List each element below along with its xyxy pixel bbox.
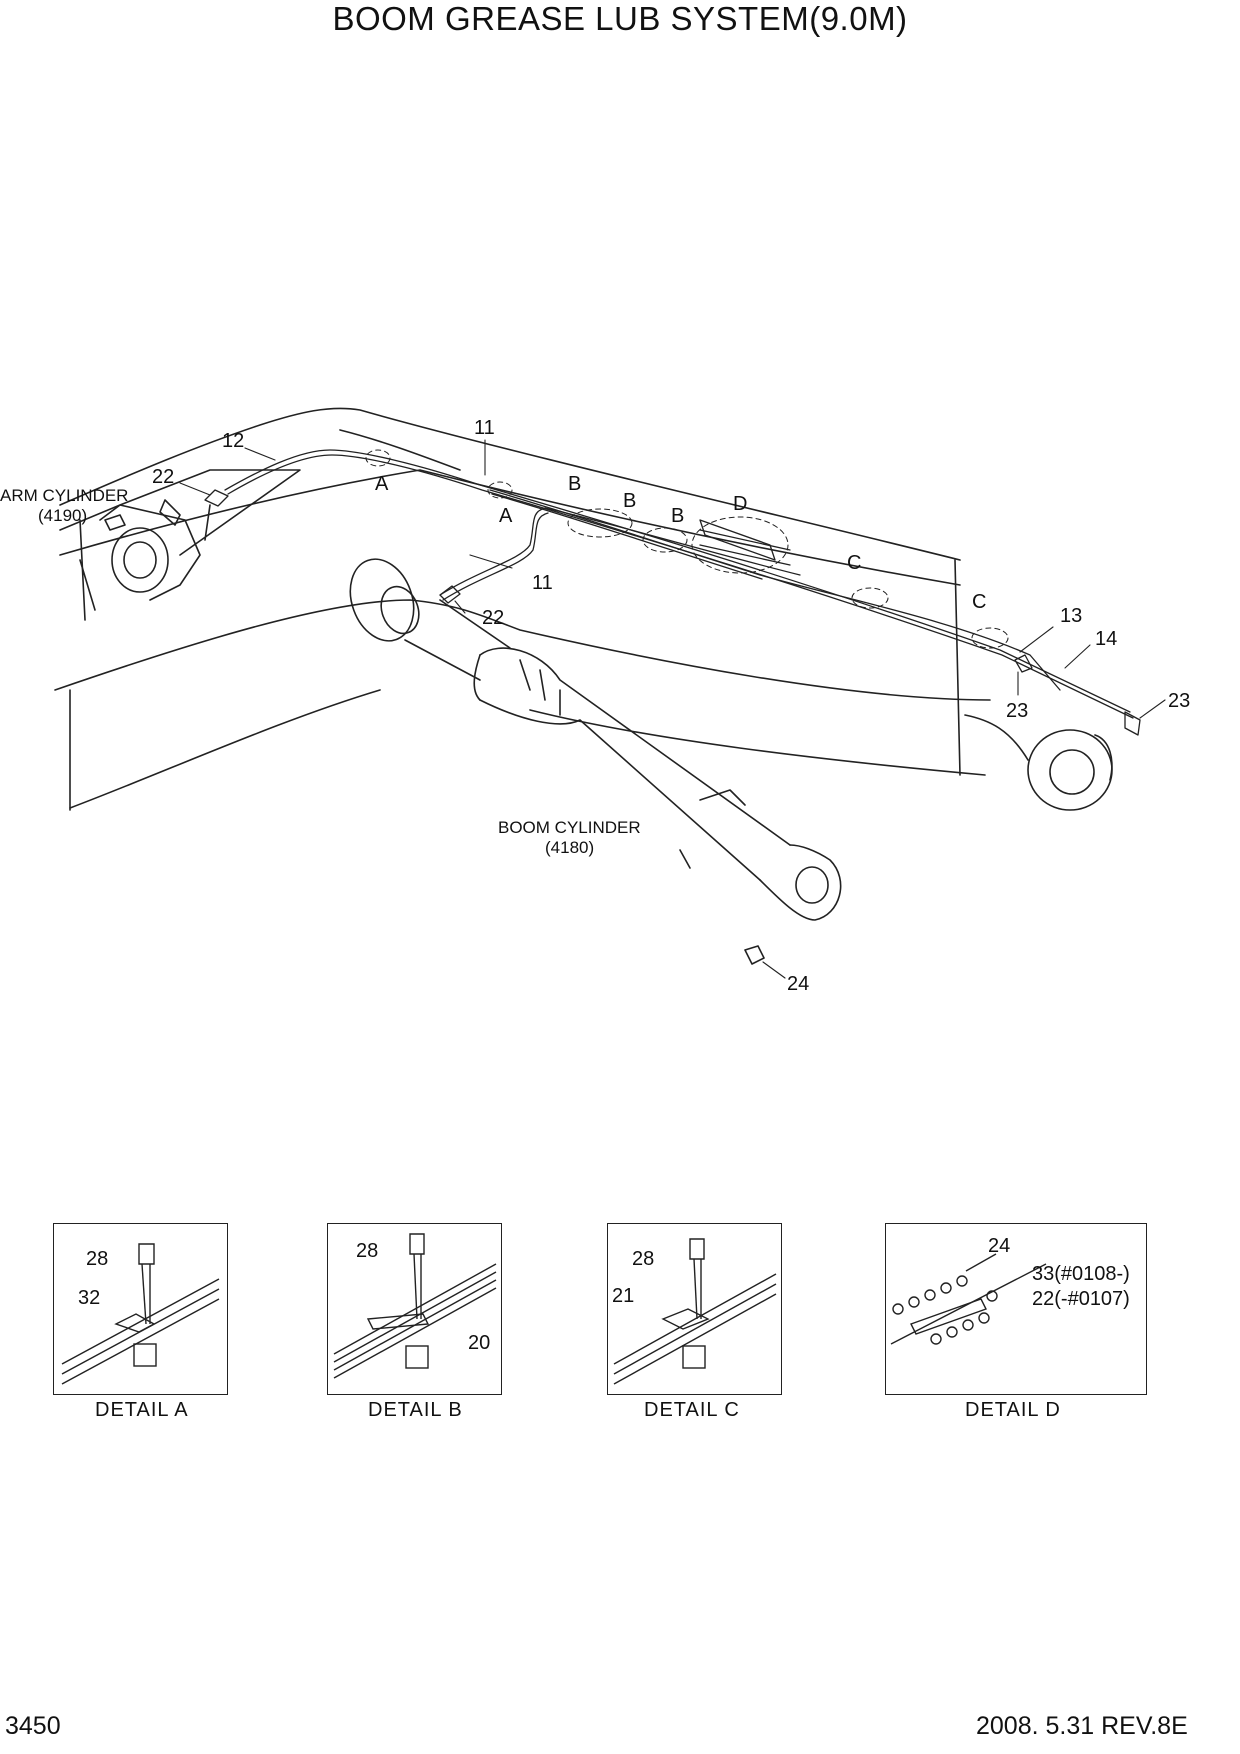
boom-body [54, 407, 1113, 811]
boom-cylinder [349, 558, 842, 965]
detail-a-drawing [61, 1243, 220, 1385]
detail-a-caption: DETAIL A [95, 1399, 189, 1421]
detail-ref-d: D [733, 493, 748, 515]
boom-cylinder-label: BOOM CYLINDER [498, 818, 641, 837]
detail-d-drawing [890, 1253, 1047, 1345]
arm-cylinder-label: ARM CYLINDER [0, 486, 129, 505]
detail-a-bolt-callout: 28 [86, 1248, 109, 1270]
detail-b-box: 28 20 [327, 1223, 502, 1395]
detail-d-caption: DETAIL D [965, 1399, 1061, 1421]
callout-13: 13 [1060, 605, 1083, 627]
callout-11-mid: 11 [532, 572, 553, 594]
detail-d-alt-callout-1: 33(#0108-) [1032, 1263, 1130, 1285]
boom-cylinder-ref: (4180) [545, 838, 595, 857]
page-title: BOOM GREASE LUB SYSTEM(9.0M) [332, 0, 908, 37]
callout-22-left: 22 [152, 466, 175, 488]
detail-d-box: 24 33(#0108-) 22(-#0107) [885, 1223, 1147, 1395]
detail-ref-a-2: A [499, 505, 513, 527]
detail-d-alt-callout-2: 22(-#0107) [1032, 1288, 1130, 1310]
callout-12: 12 [222, 430, 245, 452]
detail-d-fitting-callout: 24 [988, 1235, 1011, 1257]
detail-c-clamp-callout: 21 [612, 1285, 635, 1307]
detail-b-clamp-callout: 20 [468, 1332, 491, 1354]
callout-23-b: 23 [1168, 690, 1191, 712]
arm-cylinder-ref: (4190) [38, 506, 88, 525]
callout-23-a: 23 [1006, 700, 1029, 722]
detail-ref-c-1: C [847, 552, 862, 574]
detail-c-box: 28 21 [607, 1223, 782, 1395]
detail-b-caption: DETAIL B [368, 1399, 463, 1421]
leader-lines [179, 439, 1166, 979]
detail-ref-b-2: B [623, 490, 637, 512]
detail-c-bolt-callout: 28 [632, 1248, 655, 1270]
grease-lines [204, 449, 1141, 736]
detail-markers [365, 449, 1009, 649]
detail-b-bolt-callout: 28 [356, 1240, 379, 1262]
detail-b-drawing [333, 1233, 497, 1379]
callout-24: 24 [787, 973, 810, 995]
detail-ref-b-3: B [671, 505, 685, 527]
detail-a-box: 28 32 [53, 1223, 228, 1395]
callout-22-mid: 22 [482, 607, 505, 629]
arm-cylinder-end [59, 469, 301, 611]
callout-14: 14 [1095, 628, 1118, 650]
revision-date: 2008. 5.31 REV.8E [976, 1712, 1188, 1740]
detail-a-clamp-callout: 32 [78, 1287, 101, 1309]
detail-ref-b-1: B [568, 473, 582, 495]
callout-11-top: 11 [474, 417, 495, 439]
detail-c-drawing [613, 1238, 777, 1385]
detail-ref-c-2: C [972, 591, 987, 613]
page-number: 3450 [5, 1712, 61, 1740]
detail-c-caption: DETAIL C [644, 1399, 740, 1421]
detail-ref-a-1: A [375, 473, 389, 495]
